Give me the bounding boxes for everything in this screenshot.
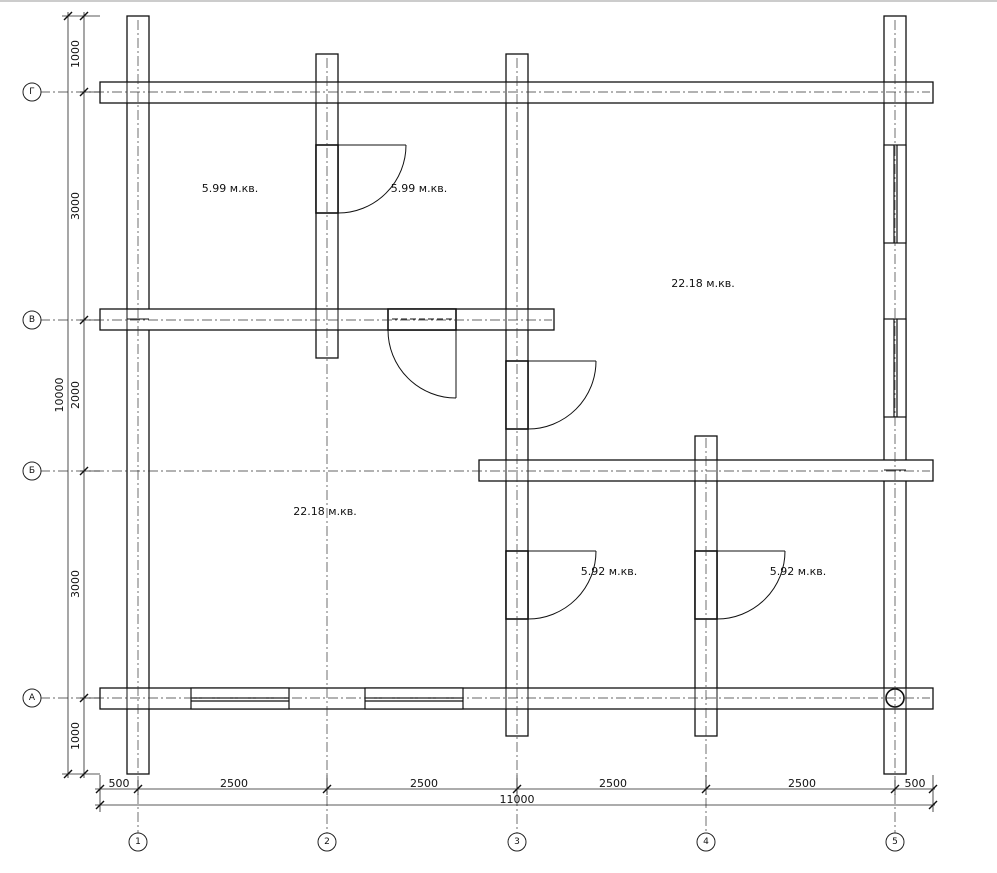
- windows: [190, 144, 907, 710]
- axis-centerlines: [40, 20, 930, 848]
- room-area-6: 5.92 м.кв.: [770, 565, 826, 578]
- room-area-3: 22.18 м.кв.: [671, 277, 734, 290]
- axis-bubbles: [22, 82, 905, 852]
- dim-left-2: 3000: [69, 192, 82, 220]
- dim-bottom-5: 2500: [788, 777, 816, 790]
- dim-bottom-4: 2500: [599, 777, 627, 790]
- dim-bottom-2: 2500: [220, 777, 248, 790]
- dimension-ticks: [63, 11, 938, 810]
- room-area-4: 22.18 м.кв.: [293, 505, 356, 518]
- dim-bottom-6: 500: [905, 777, 926, 790]
- axis-label-row-g: Г: [29, 87, 35, 97]
- dim-bottom-total: 11000: [500, 793, 535, 806]
- dim-bottom-3: 2500: [410, 777, 438, 790]
- axis-label-col-4: 4: [703, 837, 709, 847]
- dim-left-4: 3000: [69, 570, 82, 598]
- dim-left-1: 1000: [69, 40, 82, 68]
- wall-joint-edges: [126, 82, 907, 709]
- dim-left-5: 1000: [69, 722, 82, 750]
- room-area-1: 5.99 м.кв.: [202, 182, 258, 195]
- dim-left-total: 10000: [53, 378, 66, 413]
- axis-label-col-2: 2: [324, 837, 330, 847]
- axis-label-row-b: Б: [29, 466, 35, 476]
- room-area-2: 5.99 м.кв.: [391, 182, 447, 195]
- axis-label-col-5: 5: [892, 837, 898, 847]
- axis-label-row-v: В: [29, 315, 35, 325]
- room-area-5: 5.92 м.кв.: [581, 565, 637, 578]
- axis-label-row-a: А: [29, 693, 36, 703]
- dim-left-3: 2000: [69, 381, 82, 409]
- door-swings: [337, 144, 786, 620]
- axis-label-col-1: 1: [135, 837, 141, 847]
- axis-label-col-3: 3: [514, 837, 520, 847]
- dim-bottom-1: 500: [109, 777, 130, 790]
